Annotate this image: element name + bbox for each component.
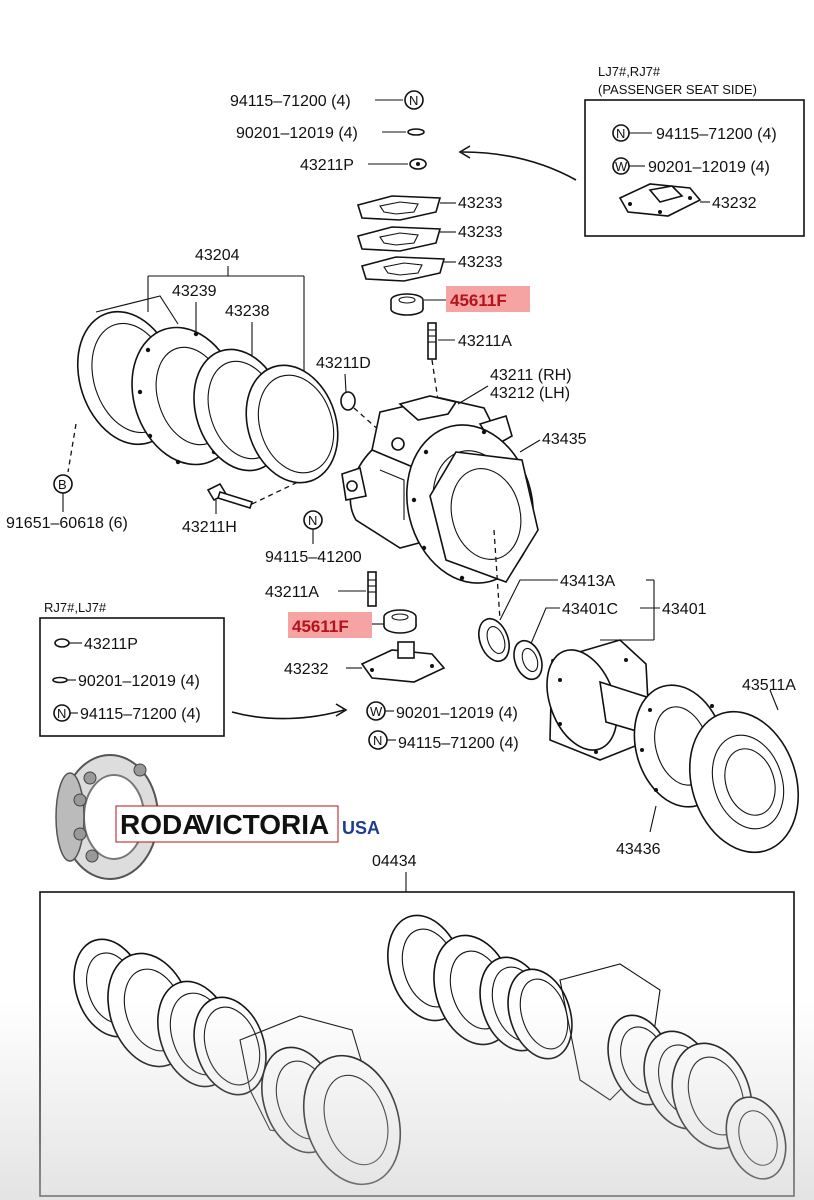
label-04434: 04434 bbox=[372, 853, 417, 870]
label-43211-rh: 43211 (RH) bbox=[490, 367, 572, 384]
shim-icon bbox=[356, 195, 442, 221]
arrow-line bbox=[231, 709, 345, 720]
label-43211H: 43211H bbox=[182, 519, 237, 536]
label-43211A-top: 43211A bbox=[458, 333, 512, 350]
label-43212-lh: 43212 (LH) bbox=[490, 385, 570, 402]
label-43401: 43401 bbox=[662, 601, 707, 618]
label-43211P: 43211P bbox=[300, 157, 354, 174]
inset-left-symbol-n: N bbox=[57, 706, 66, 721]
logo-brand-right: VICTORIA bbox=[196, 809, 329, 840]
label-91651: 91651–60618 (6) bbox=[6, 515, 128, 532]
label-43239: 43239 bbox=[172, 283, 217, 300]
stud-icon bbox=[427, 322, 437, 360]
inset-left-item-1: 43211P bbox=[84, 636, 138, 653]
label-94115-top: 94115–71200 (4) bbox=[230, 93, 351, 110]
label-43413A: 43413A bbox=[560, 573, 615, 590]
flange-bracket-icon bbox=[618, 183, 702, 217]
label-43238: 43238 bbox=[225, 303, 270, 320]
symbol-w-low: W bbox=[370, 704, 383, 719]
inset-top-subheader: (PASSENGER SEAT SIDE) bbox=[598, 82, 757, 97]
n-symbol-icon bbox=[404, 90, 424, 110]
logo-plate bbox=[115, 805, 339, 843]
kingpin-cap-icon bbox=[360, 641, 446, 683]
shim-icon bbox=[360, 256, 446, 282]
inset-left-item-2: 90201–12019 (4) bbox=[78, 673, 200, 690]
plug-icon bbox=[340, 391, 356, 411]
oil-seal-icon bbox=[688, 710, 800, 854]
inset-top-item-2: 90201–12019 (4) bbox=[648, 159, 770, 176]
label-90201-low: 90201–12019 (4) bbox=[396, 705, 518, 722]
label-45611F-top: 45611F bbox=[450, 291, 507, 310]
inset-top-symbol-n: N bbox=[616, 126, 625, 141]
inset-top-item-3: 43232 bbox=[712, 195, 757, 212]
shim-icon bbox=[356, 226, 442, 252]
logo-suffix: USA bbox=[342, 818, 380, 838]
label-43211D: 43211D bbox=[316, 355, 371, 372]
inset-left-header: RJ7#,LJ7# bbox=[44, 600, 107, 615]
logo-brand-left: RODA bbox=[120, 809, 202, 840]
label-43232-low: 43232 bbox=[284, 661, 329, 678]
label-43436: 43436 bbox=[616, 841, 661, 858]
label-90201-top: 90201–12019 (4) bbox=[236, 125, 358, 142]
inset-top-item-1: 94115–71200 (4) bbox=[656, 126, 777, 143]
label-43233-b: 43233 bbox=[458, 224, 503, 241]
label-94115-low: 94115–71200 (4) bbox=[398, 735, 519, 752]
highlight-45611F-top bbox=[446, 286, 530, 312]
bolt-icon bbox=[206, 482, 254, 509]
gasket-icon bbox=[429, 451, 539, 583]
symbol-n-low: N bbox=[373, 733, 382, 748]
symbol-n-top: N bbox=[409, 93, 418, 108]
inset-left-item-3: 94115–71200 (4) bbox=[80, 706, 201, 723]
bearing-cone-icon bbox=[390, 293, 424, 316]
washer-icon bbox=[407, 128, 425, 136]
label-43511A: 43511A bbox=[742, 677, 796, 694]
label-43233-c: 43233 bbox=[458, 254, 503, 271]
bearing-cone-icon bbox=[383, 609, 417, 634]
label-43401C: 43401C bbox=[562, 601, 618, 618]
label-43233-a: 43233 bbox=[458, 195, 503, 212]
symbol-b: B bbox=[58, 477, 67, 492]
bushing-icon bbox=[513, 639, 543, 681]
label-94115-41200: 94115–41200 bbox=[265, 549, 362, 566]
washer-icon bbox=[52, 676, 68, 684]
thrust-washer-icon bbox=[478, 617, 510, 663]
stud-icon bbox=[367, 571, 377, 607]
label-43204: 43204 bbox=[195, 247, 240, 264]
kit-parts-icon bbox=[73, 914, 787, 1186]
inset-top-symbol-w: W bbox=[615, 159, 628, 174]
nut-icon bbox=[54, 638, 70, 648]
label-43211A-low: 43211A bbox=[265, 584, 319, 601]
inset-top-box bbox=[584, 99, 805, 237]
wiper-ring-icon bbox=[245, 364, 339, 484]
inset-left-box bbox=[39, 617, 225, 737]
symbol-n-mid: N bbox=[308, 513, 317, 528]
highlight-45611F-low bbox=[288, 612, 372, 638]
arrow-line bbox=[461, 151, 577, 181]
label-43435: 43435 bbox=[542, 431, 587, 448]
inset-top-header: LJ7#,RJ7# bbox=[598, 64, 661, 79]
label-45611F-low: 45611F bbox=[292, 617, 349, 636]
